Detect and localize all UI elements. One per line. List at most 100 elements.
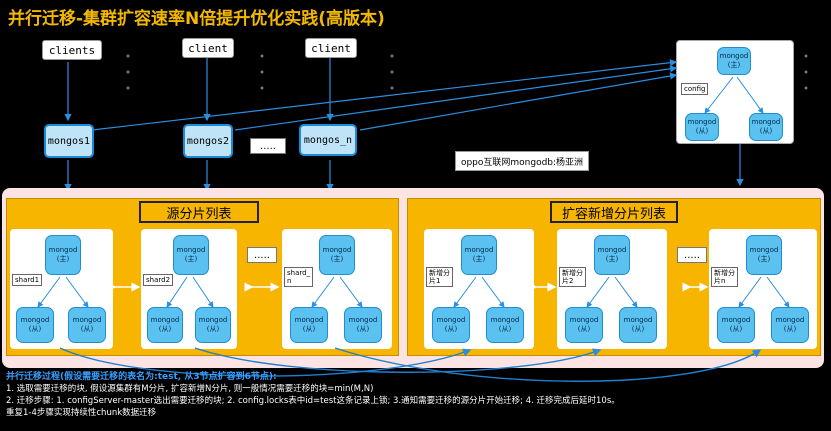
shard-tag: 新增分 片n xyxy=(711,267,738,287)
node-role: (从) xyxy=(729,325,743,333)
node-role: (主) xyxy=(56,255,70,263)
node-role: (从) xyxy=(158,325,172,333)
primary-node: mongod(主) xyxy=(746,235,782,275)
node-role: (主) xyxy=(757,255,771,263)
shard-tag: 新增分 片2 xyxy=(559,267,586,287)
primary-node: mongod(主) xyxy=(594,235,630,275)
page-title: 并行迁移-集群扩容速率N倍提升优化实践(高版本) xyxy=(8,9,385,29)
node-name: mongod xyxy=(198,316,228,324)
shard-tag: 新增分 片1 xyxy=(426,267,453,287)
client-box-1: clients xyxy=(42,40,102,60)
target-ellipsis: ..... xyxy=(677,247,707,263)
client-box-3: client xyxy=(305,38,357,58)
node-name: mongod xyxy=(72,316,102,324)
target-shard-1: mongod(主) 新增分 片1 mongod(从) mongod(从) xyxy=(424,229,534,349)
node-name: mongod xyxy=(48,246,78,254)
mongos-ellipsis: ..... xyxy=(250,138,286,154)
node-name: mongod xyxy=(150,316,180,324)
node-role: (从) xyxy=(356,325,370,333)
config-tag: config xyxy=(681,83,709,95)
target-shard-2: mongod(主) 新增分 片2 mongod(从) mongod(从) xyxy=(557,229,667,349)
node-name: mongod xyxy=(490,316,520,324)
node-role: (从) xyxy=(444,325,458,333)
primary-node: mongod(主) xyxy=(319,235,355,275)
secondary-node-2: mongod(从) xyxy=(619,307,657,343)
secondary-node-2: mongod(从) xyxy=(195,307,231,343)
source-shard-n: mongod(主) shard_ n mongod(从) mongod(从) xyxy=(282,229,392,349)
secondary-node-1: mongod(从) xyxy=(147,307,183,343)
source-ellipsis: ..... xyxy=(247,247,277,263)
footer-line-3: 重复1-4步骤实现持续性chunk数据迁移 xyxy=(6,408,157,418)
node-role: (从) xyxy=(783,325,797,333)
node-role: (主) xyxy=(472,255,486,263)
shard-links xyxy=(37,276,89,308)
footer-line-1: 1. 选取需要迁移的块, 假设源集群有M分片, 扩容新增N分片, 则一般情况需要… xyxy=(6,384,374,394)
secondary-node-2: mongod(从) xyxy=(771,307,809,343)
node-role: (从) xyxy=(206,325,220,333)
shard-links xyxy=(166,276,214,308)
node-role: (从) xyxy=(498,325,512,333)
secondary-node-2: mongod(从) xyxy=(486,307,524,343)
source-shard-1: mongod(主) shard1 mongod(从) mongod(从) xyxy=(10,229,113,349)
config-links xyxy=(704,76,764,114)
node-role: (主) xyxy=(727,61,741,69)
config-primary-node: mongod (主) xyxy=(717,47,751,75)
node-name: mongod xyxy=(623,316,653,324)
node-name: mongod xyxy=(436,316,466,324)
node-name: mongod xyxy=(20,316,50,324)
shard-links xyxy=(311,276,363,308)
source-shard-2: mongod(主) shard2 mongod(从) mongod(从) xyxy=(141,229,237,349)
secondary-node-1: mongod(从) xyxy=(16,307,54,343)
node-name: mongod xyxy=(176,246,206,254)
config-server-panel: mongod (主) config mongod (从) mongod (从) xyxy=(676,40,794,144)
node-name: mongod xyxy=(322,246,352,254)
node-role: (从) xyxy=(28,325,42,333)
primary-node: mongod(主) xyxy=(45,235,81,275)
shard-links xyxy=(453,276,505,308)
footer-line-2: 2. 迁移步骤: 1. configServer-master选出需要迁移的块;… xyxy=(6,396,620,406)
mongos-n: mongos_n xyxy=(299,124,357,156)
target-shard-title: 扩容新增分片列表 xyxy=(550,201,678,223)
config-secondary-node-2: mongod (从) xyxy=(749,113,783,141)
shard-tag: shard1 xyxy=(12,274,43,286)
node-name: mongod xyxy=(721,316,751,324)
shard-links xyxy=(586,276,638,308)
node-role: (从) xyxy=(759,127,773,135)
shard-tag: shard2 xyxy=(143,274,174,286)
node-role: (主) xyxy=(184,255,198,263)
node-name: mongod xyxy=(749,246,779,254)
node-name: mongod xyxy=(464,246,494,254)
shard-tag: shard_ n xyxy=(284,267,314,287)
footer-heading: 并行迁移过程(假设需要迁移的表名为:test, 从3节点扩容到6节点): xyxy=(6,372,277,382)
node-name: mongod xyxy=(775,316,805,324)
node-name: mongod xyxy=(294,316,324,324)
node-name: mongod xyxy=(569,316,599,324)
node-name: mongod xyxy=(751,118,781,126)
node-role: (从) xyxy=(695,127,709,135)
secondary-node-1: mongod(从) xyxy=(565,307,603,343)
node-role: (从) xyxy=(80,325,94,333)
node-name: mongod xyxy=(348,316,378,324)
node-name: mongod xyxy=(687,118,717,126)
node-role: (主) xyxy=(605,255,619,263)
node-name: mongod xyxy=(597,246,627,254)
primary-node: mongod(主) xyxy=(461,235,497,275)
config-secondary-node-1: mongod (从) xyxy=(685,113,719,141)
secondary-node-1: mongod(从) xyxy=(432,307,470,343)
node-name: mongod xyxy=(719,52,749,60)
node-role: (从) xyxy=(302,325,316,333)
node-role: (主) xyxy=(330,255,344,263)
shard-links xyxy=(738,276,790,308)
secondary-node-2: mongod(从) xyxy=(68,307,106,343)
node-role: (从) xyxy=(577,325,591,333)
mongos-2: mongos2 xyxy=(183,124,233,158)
secondary-node-2: mongod(从) xyxy=(344,307,382,343)
primary-node: mongod(主) xyxy=(173,235,209,275)
target-shard-n: mongod(主) 新增分 片n mongod(从) mongod(从) xyxy=(709,229,817,349)
node-role: (从) xyxy=(631,325,645,333)
client-box-2: client xyxy=(182,38,234,58)
source-shard-title: 源分片列表 xyxy=(139,201,259,223)
secondary-node-1: mongod(从) xyxy=(290,307,328,343)
author-note: oppo互联网mongodb:杨亚洲 xyxy=(455,151,589,171)
